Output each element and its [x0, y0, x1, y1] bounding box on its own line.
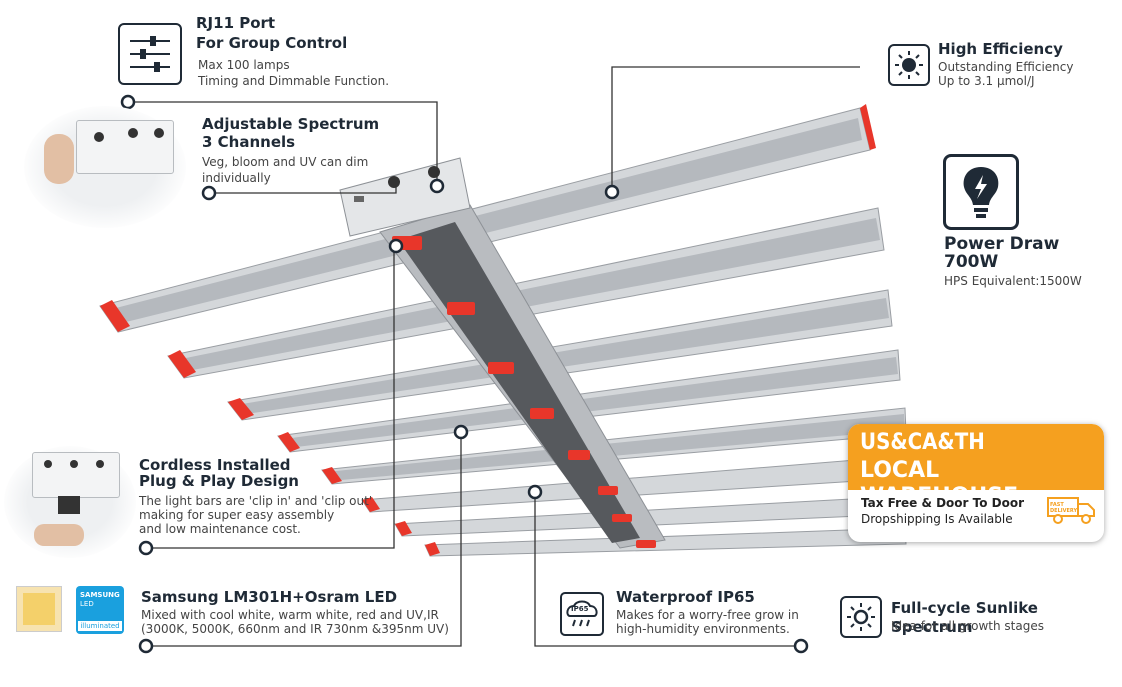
warehouse-tax: Tax Free & Door To Door [861, 496, 1025, 510]
waterproof-line2: high-humidity environments. [616, 622, 790, 636]
spectrum-line1: Veg, bloom and UV can dim [202, 155, 369, 169]
warehouse-banner: US&CA&TH LOCAL WAREHOUSE [848, 424, 1104, 509]
waterproof-icon: IP65 [560, 592, 604, 636]
efficiency-title: High Efficiency [938, 40, 1063, 58]
bulb-icon [943, 154, 1019, 230]
sunlike-title: Full-cycle Sunlike Spectrum [891, 599, 1038, 636]
control-sliders-icon [118, 23, 182, 85]
warehouse-region: US&CA&TH [860, 430, 985, 455]
samsung-led-badge: SAMSUNG LED illuminated [76, 586, 124, 634]
badge-word: illuminated [78, 621, 122, 631]
spectrum-title: Adjustable Spectrum [202, 115, 380, 133]
led-title: Samsung LM301H+Osram LED [141, 588, 398, 606]
cordless-line3: and low maintenance cost. [139, 522, 301, 536]
rj11-line1: Max 100 lamps [198, 58, 290, 72]
sunlike-icon [840, 596, 882, 638]
spectrum-line2: individually [202, 171, 271, 185]
efficiency-line1: Outstanding Efficiency [938, 60, 1074, 74]
cordless-line1: The light bars are 'clip in' and 'clip o… [139, 494, 373, 508]
connector-lines [128, 66, 860, 647]
power-hps: HPS Equivalent:1500W [944, 274, 1082, 288]
controller-photo [24, 106, 186, 228]
center-spine [379, 204, 666, 549]
waterproof-title: Waterproof IP65 [616, 588, 755, 606]
cordless-line2: making for super easy assembly [139, 508, 335, 522]
power-title: Power Draw [944, 234, 1060, 254]
light-bars [99, 104, 907, 557]
warehouse-dropship: Dropshipping Is Available [861, 512, 1013, 526]
cordless-title: Cordless Installed [139, 456, 291, 474]
led-chip-icon [16, 586, 62, 632]
badge-type: LED [80, 600, 94, 608]
badge-brand: SAMSUNG [80, 591, 120, 599]
warehouse-card: US&CA&TH LOCAL WAREHOUSE Tax Free & Door… [848, 424, 1104, 542]
power-value: 700W [944, 252, 999, 272]
rj11-line2: Timing and Dimmable Function. [198, 74, 390, 88]
connector-dots [120, 94, 809, 654]
led-line1: Mixed with cool white, warm white, red a… [141, 608, 439, 622]
waterproof-line1: Makes for a worry-free grow in [616, 608, 799, 622]
delivery-truck-icon: FAST DELIVERY [1046, 494, 1096, 526]
ip65-icon-text: IP65 [571, 605, 589, 613]
spectrum-subtitle: 3 Channels [202, 133, 296, 151]
rj11-title: RJ11 Port [196, 14, 276, 32]
truck-text: FAST DELIVERY [1050, 502, 1078, 514]
cordless-subtitle: Plug & Play Design [139, 472, 299, 490]
sunlike-line: Idea for all growth stages [891, 619, 1044, 633]
led-line2: (3000K, 5000K, 660nm and IR 730nm &395nm… [141, 622, 449, 636]
warehouse-title: LOCAL WAREHOUSE [860, 458, 1019, 509]
clip-photo [4, 446, 136, 558]
rj11-subtitle: For Group Control [196, 34, 348, 52]
efficiency-line2: Up to 3.1 μmol/J [938, 74, 1035, 88]
sun-icon [888, 44, 930, 86]
